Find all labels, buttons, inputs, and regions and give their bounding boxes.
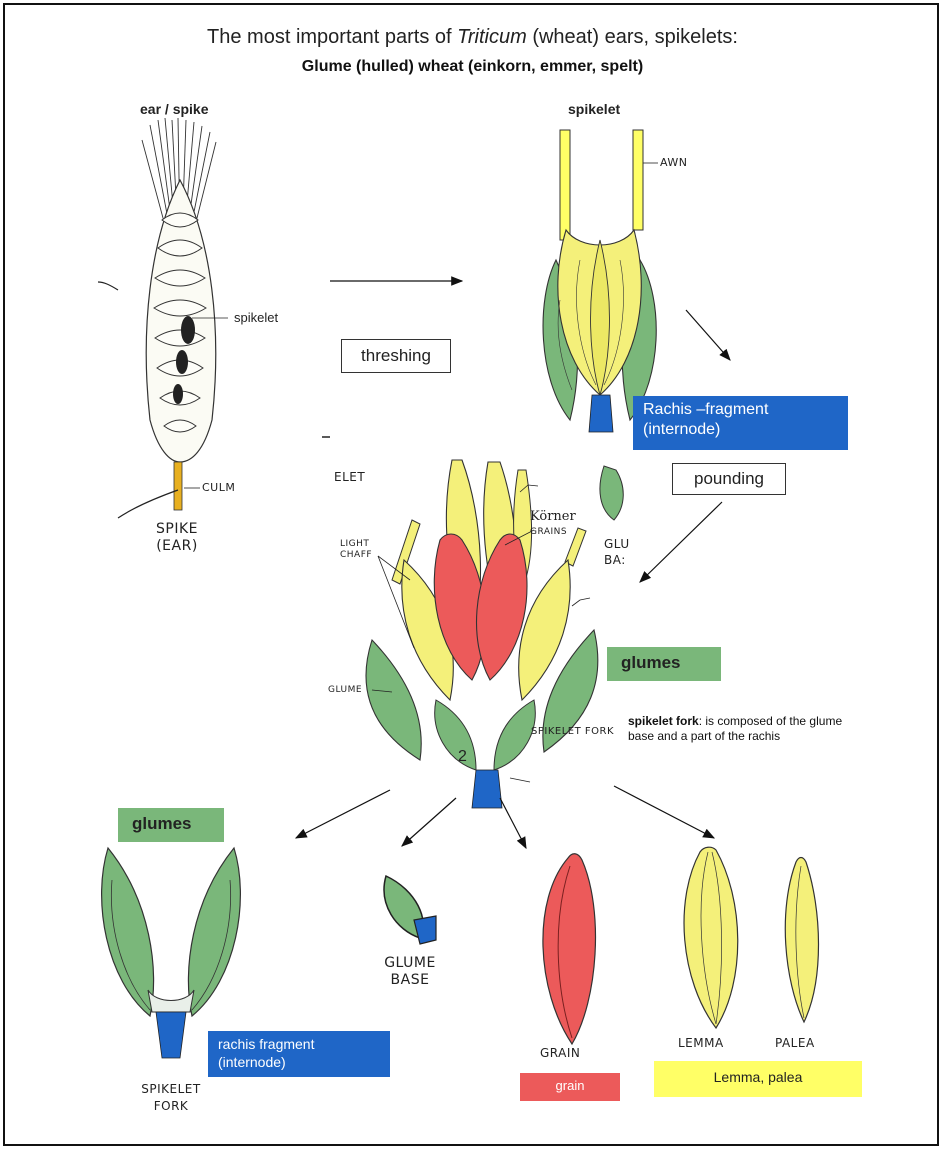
koerner-label: Körner <box>530 509 576 524</box>
grain-illustration <box>543 854 596 1044</box>
rachis-fragment-box-bottom: rachis fragment(internode) <box>208 1031 390 1077</box>
glume-label: GLUME <box>328 685 362 695</box>
grain-hand-label: GRAIN <box>540 1046 580 1060</box>
wheat-ear-illustration <box>98 118 228 518</box>
lemma-hand-label: LEMMA <box>678 1036 724 1050</box>
culm-label: CULM <box>202 481 235 494</box>
spikelet-fork-illustration <box>102 848 241 1058</box>
spikelet-fork-hand-label: SPIKELET FORK <box>531 726 614 737</box>
lemma-illustration <box>684 847 738 1028</box>
spikelet-pointer-label: spikelet <box>234 310 278 325</box>
arrow-pounding <box>640 502 722 582</box>
arrow-to-grain <box>500 798 526 848</box>
palea-illustration <box>785 858 818 1023</box>
threshing-box: threshing <box>341 339 451 373</box>
spikelet-heading: spikelet <box>568 101 620 117</box>
glumes-box-bottom: glumes <box>118 808 224 842</box>
dissected-spikelet-illustration <box>322 437 623 808</box>
lemma-palea-box: Lemma, palea <box>654 1061 862 1097</box>
arrow-to-fork <box>296 790 390 838</box>
spikelet-fork-note: spikelet fork: is composed of the glume … <box>628 714 928 744</box>
glume-base-illustration <box>384 876 436 944</box>
glumes-box-middle: glumes <box>607 647 721 681</box>
spikelet-illustration <box>543 130 658 432</box>
elet-label: ELET <box>334 470 365 484</box>
rachis-fragment-box: Rachis –fragment(internode) <box>633 396 848 450</box>
ear-spike-label: ear / spike <box>140 101 209 117</box>
figure-number: 2 <box>458 748 467 766</box>
grains-label: GRAINS <box>530 527 567 537</box>
awn-label: AWN <box>660 156 688 169</box>
grain-box: grain <box>520 1073 620 1101</box>
arrow-to-rachis <box>686 310 730 360</box>
spike-ear-label: SPIKE(EAR) <box>148 521 206 555</box>
palea-hand-label: PALEA <box>775 1036 815 1050</box>
arrow-to-glume-base <box>402 798 456 846</box>
arrow-to-lemma <box>614 786 714 838</box>
pounding-box: pounding <box>672 463 786 495</box>
